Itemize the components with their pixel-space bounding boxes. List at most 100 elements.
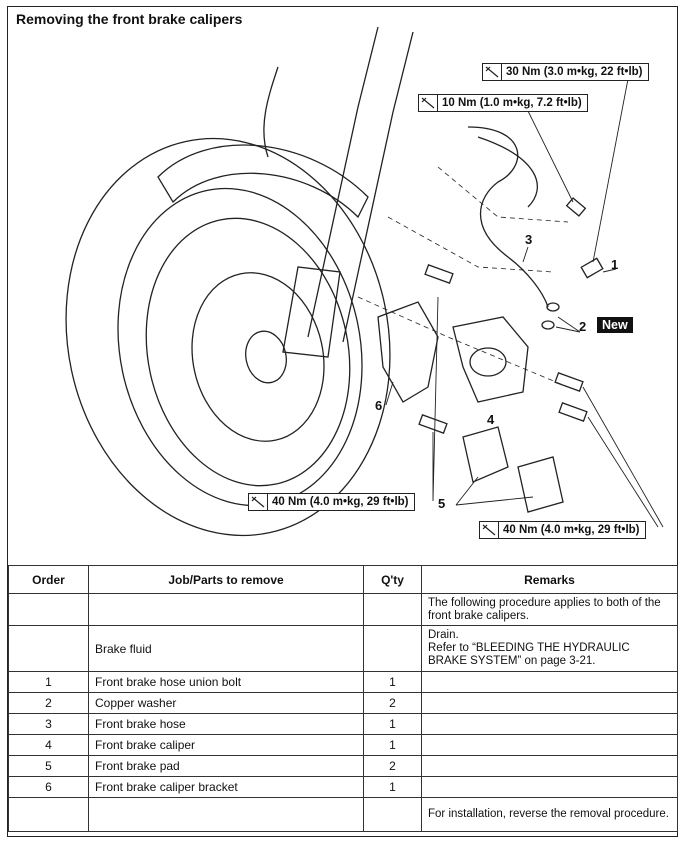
torque-value: 40 Nm (4.0 m•kg, 29 ft•lb): [272, 496, 409, 508]
callout-3: 3: [525, 232, 533, 247]
brake-pad-1: [462, 426, 509, 483]
cell-qty: [363, 593, 422, 626]
torque-label-10nm: 10 Nm (1.0 m•kg, 7.2 ft•lb): [418, 94, 588, 112]
torque-value: 30 Nm (3.0 m•kg, 22 ft•lb): [506, 66, 643, 78]
caliper-bracket: [377, 301, 439, 403]
torque-label-40nm-left: 40 Nm (4.0 m•kg, 29 ft•lb): [248, 493, 415, 511]
cell-remarks: [421, 734, 678, 756]
leader-1: [602, 268, 617, 273]
cell-qty: 1: [363, 776, 422, 798]
handlebar-stub: [263, 66, 279, 158]
torque-wrench-icon: [483, 64, 502, 80]
tire-outer: [65, 137, 391, 537]
hose-line-2: [477, 136, 538, 208]
cell-order: 6: [8, 776, 89, 798]
table-row: 6 Front brake caliper bracket 1: [8, 776, 678, 798]
cell-part: Front brake caliper: [88, 734, 364, 756]
cell-remarks: [421, 713, 678, 735]
disc-hub: [245, 330, 287, 384]
cell-order: 4: [8, 734, 89, 756]
leader-2: [555, 316, 581, 333]
dash-line-2: [387, 216, 554, 273]
tire-inner: [117, 187, 363, 507]
cell-remarks: [421, 692, 678, 714]
brake-hose: [467, 126, 549, 308]
leader-torque-30: [592, 78, 629, 263]
callout-4: 4: [487, 412, 495, 427]
cell-order: 3: [8, 713, 89, 735]
bracket-bolt-top: [424, 264, 454, 284]
torque-label-40nm-right: 40 Nm (4.0 m•kg, 29 ft•lb): [479, 521, 646, 539]
caliper-bolt-1: [554, 372, 584, 392]
brake-illustration: [65, 26, 664, 537]
cell-part: Copper washer: [88, 692, 364, 714]
table-row: Brake fluid Drain. Refer to “BLEEDING TH…: [8, 625, 678, 672]
leader-5: [455, 476, 534, 506]
cell-qty: 1: [363, 713, 422, 735]
leader-6: [385, 381, 394, 406]
remark-line: The following procedure applies to both …: [428, 596, 661, 622]
cell-order: 1: [8, 671, 89, 693]
remark-line: Refer to “BLEEDING THE HYDRAULIC BRAKE S…: [428, 642, 630, 667]
caliper-body: [452, 316, 529, 403]
cell-qty: 2: [363, 755, 422, 777]
caliper-piston: [469, 347, 507, 377]
remark-line: Drain.: [428, 629, 459, 641]
cell-order: [8, 625, 89, 672]
cell-part: Front brake pad: [88, 755, 364, 777]
leader-torque-10: [527, 110, 574, 203]
fork-outer: [282, 266, 341, 358]
cell-remarks: [421, 755, 678, 777]
cell-order: [8, 797, 89, 832]
torque-wrench-icon: [419, 95, 438, 111]
parts-table: Order Job/Parts to remove Q'ty Remarks T…: [8, 565, 678, 832]
table-header-row: Order Job/Parts to remove Q'ty Remarks: [8, 565, 678, 594]
torque-wrench-icon: [480, 522, 499, 538]
table-row: For installation, reverse the removal pr…: [8, 797, 678, 832]
callout-6: 6: [375, 398, 383, 413]
front-fender: [157, 144, 369, 219]
header-order: Order: [8, 565, 89, 594]
table-row: 3 Front brake hose 1: [8, 713, 678, 735]
table-row: The following procedure applies to both …: [8, 593, 678, 626]
cell-part: [88, 797, 364, 832]
cell-remarks: For installation, reverse the removal pr…: [421, 797, 678, 832]
callout-2: 2: [579, 319, 587, 334]
leader-torque-40b: [582, 386, 664, 528]
cell-part: Front brake hose: [88, 713, 364, 735]
leader-torque-40a: [432, 296, 439, 502]
cell-order: [8, 593, 89, 626]
header-qty: Q'ty: [363, 565, 422, 594]
table-row: 4 Front brake caliper 1: [8, 734, 678, 756]
callout-5: 5: [438, 496, 446, 511]
page-title: Removing the front brake calipers: [16, 11, 243, 27]
torque-value: 40 Nm (4.0 m•kg, 29 ft•lb): [503, 524, 640, 536]
table-row: 2 Copper washer 2: [8, 692, 678, 714]
bracket-bolt-bottom: [418, 414, 448, 434]
cell-part: Front brake caliper bracket: [88, 776, 364, 798]
cell-part: Brake fluid: [88, 625, 364, 672]
cell-qty: [363, 625, 422, 672]
page-frame: Removing the front brake calipers: [7, 6, 678, 837]
torque-label-30nm: 30 Nm (3.0 m•kg, 22 ft•lb): [482, 63, 649, 81]
cell-qty: 1: [363, 734, 422, 756]
dash-line-1: [437, 166, 569, 223]
cell-order: 5: [8, 755, 89, 777]
table-row: 1 Front brake hose union bolt 1: [8, 671, 678, 693]
brake-pad-2: [517, 456, 564, 513]
header-part: Job/Parts to remove: [88, 565, 364, 594]
caliper-bolt-2: [558, 402, 588, 422]
fork-top: [357, 26, 414, 113]
torque-value: 10 Nm (1.0 m•kg, 7.2 ft•lb): [442, 97, 582, 109]
remark-line: For installation, reverse the removal pr…: [428, 808, 669, 820]
leader-3: [522, 246, 529, 263]
brake-disc: [191, 272, 325, 442]
exploded-diagram: Removing the front brake calipers: [8, 7, 677, 563]
cell-remarks: Drain. Refer to “BLEEDING THE HYDRAULIC …: [421, 625, 678, 672]
washer-1: [546, 302, 560, 312]
union-bolt: [580, 257, 604, 279]
cell-remarks: [421, 776, 678, 798]
cell-qty: [363, 797, 422, 832]
cell-qty: 2: [363, 692, 422, 714]
torque-wrench-icon: [249, 494, 268, 510]
